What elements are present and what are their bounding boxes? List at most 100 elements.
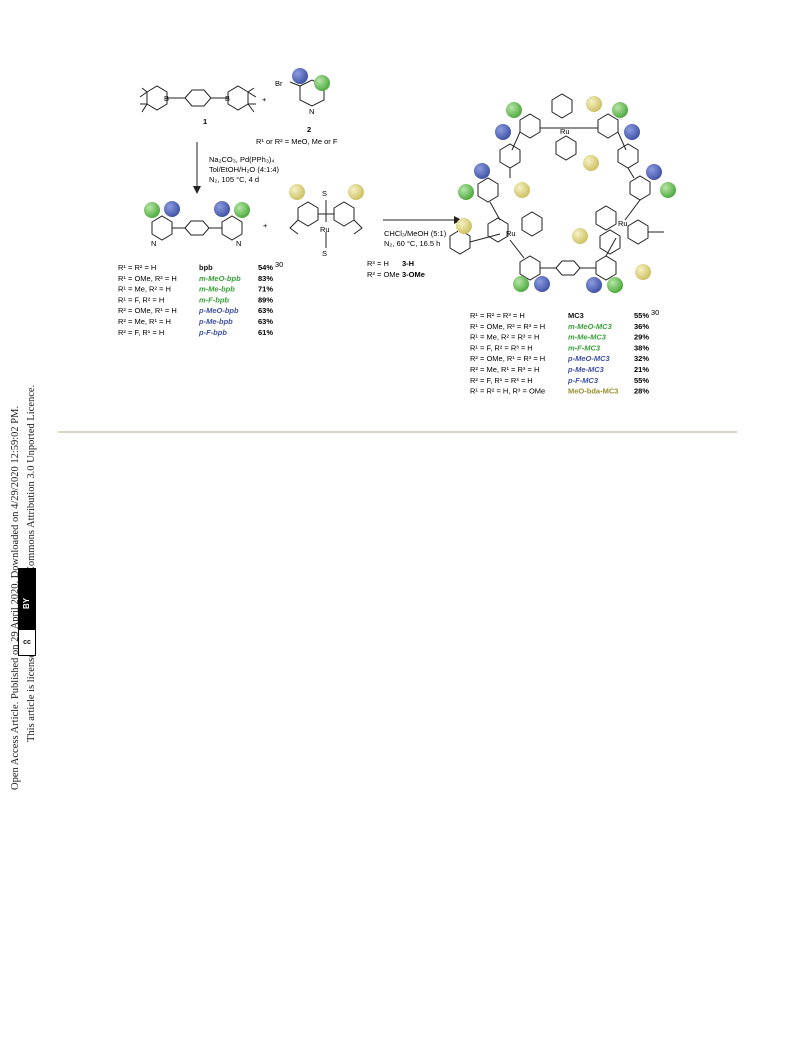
ligand-yield-5: 63% [258, 317, 273, 326]
macrocycle-name-4: p-MeO-MC3 [567, 354, 610, 363]
by-label: BY [22, 597, 31, 609]
ligand-cond-2: R¹ = Me, R² = H [118, 285, 171, 294]
reaction-arrow-2 [383, 216, 462, 224]
macrocycle-cond-1: R¹ = OMe, R² = R³ = H [470, 322, 545, 331]
bpb-ligand-structure [151, 215, 243, 241]
macrocycle-yield-0: 55% [634, 311, 649, 320]
bpb-n-right: N [236, 239, 241, 248]
pyridine-n-label: N [309, 107, 314, 116]
macrocycle-cond-3: R¹ = F, R² = R³ = H [470, 343, 533, 352]
macrocycle-name-2: m-Me-MC3 [568, 333, 607, 342]
plus-sign-2: + [263, 221, 268, 230]
macrocycle-yield-6: 55% [634, 376, 649, 385]
mc3-sphere-yellow-3 [514, 182, 530, 198]
ru-precursor-r3-right [348, 184, 364, 200]
mc3-sphere-yellow-2 [583, 155, 599, 171]
compound-1-label: 1 [203, 117, 207, 126]
cond2-line2: N₂, 60 °C, 16.5 h [384, 239, 440, 248]
r-substituent-condition: R¹ or R² = MeO, Me or F [256, 137, 338, 146]
mc3-sphere-blue-6 [586, 277, 602, 293]
mc3-sphere-yellow-5 [456, 218, 472, 234]
reaction-scheme-figure: B B 1 + Br N 2 R¹ or R² = MeO, Me or F N… [118, 68, 676, 396]
bromine-label: Br [275, 79, 283, 88]
boron-label-right: B [225, 94, 230, 103]
mc3-ru-left: Ru [506, 229, 516, 238]
ru-precursor-s-top: S [322, 189, 327, 198]
ligand-yield-6: 61% [258, 328, 273, 337]
ligand-cond-0: R¹ = R² = H [118, 263, 156, 272]
macrocycle-yield-5: 21% [634, 365, 649, 374]
ru-subst-2-name: 3-OMe [402, 270, 425, 279]
mc3-sphere-blue-2 [624, 124, 640, 140]
macrocycle-name-6: p-F-MC3 [567, 376, 599, 385]
ru-precursor-r3-left [289, 184, 305, 200]
macrocycle-cond-4: R² = OMe, R¹ = R³ = H [470, 354, 545, 363]
mc3-sphere-green-1 [506, 102, 522, 118]
ru-subst-1-cond: R³ = H [367, 259, 389, 268]
macrocycle-yield-2: 29% [634, 333, 649, 342]
plus-sign-1: + [262, 95, 267, 104]
mc3-sphere-blue-3 [474, 163, 490, 179]
macrocycle-ref-0: 30 [651, 308, 659, 317]
ligand-name-3: m-F-bpb [199, 295, 229, 304]
macrocycle-yield-1: 36% [634, 322, 649, 331]
compound-2-label: 2 [307, 125, 311, 134]
macrocycle-cond-2: R¹ = Me, R² = R³ = H [470, 333, 539, 342]
bpb-r2-right-sphere [214, 201, 230, 217]
compound-2-structure [289, 79, 325, 107]
cond1-line2: Tol/EtOH/H₂O (4:1:4) [209, 165, 280, 174]
boron-label-left: B [164, 94, 169, 103]
ligand-ref-0: 30 [275, 260, 283, 269]
macrocycle-name-3: m-F-MC3 [568, 343, 601, 352]
ru-precursor-metal: Ru [320, 225, 330, 234]
macrocycle-cond-7: R¹ = R² = H, R³ = OMe [470, 387, 545, 396]
ligand-cond-5: R² = Me, R¹ = H [118, 317, 171, 326]
ligand-yield-2: 71% [258, 285, 273, 294]
ligand-cond-1: R¹ = OMe, R² = H [118, 274, 177, 283]
macrocycle-name-5: p-Me-MC3 [567, 365, 605, 374]
cond1-line3: N₂, 105 °C, 4 d [209, 175, 259, 184]
macrocycle-yield-7: 28% [634, 387, 649, 396]
mc3-sphere-green-3 [458, 184, 474, 200]
ligand-name-2: m-Me-bpb [199, 285, 235, 294]
mc3-sphere-yellow-6 [635, 264, 651, 280]
mc3-sphere-green-6 [607, 277, 623, 293]
ligand-cond-4: R² = OMe, R¹ = H [118, 306, 177, 315]
macrocycle-name-1: m-MeO-MC3 [568, 322, 613, 331]
ru-subst-2-cond: R³ = OMe [367, 270, 400, 279]
mc3-sphere-green-2 [612, 102, 628, 118]
ligand-yield-0: 54% [258, 263, 273, 272]
macrocycle-name-7: MeO-bda-MC3 [568, 387, 618, 396]
reaction-arrow-1 [193, 142, 201, 194]
ru-precursor-s-bottom: S [322, 249, 327, 258]
ru-subst-1-name: 3-H [402, 259, 414, 268]
r1-green-sphere [314, 75, 330, 91]
mc3-sphere-green-4 [660, 182, 676, 198]
bpb-r2-left-sphere [164, 201, 180, 217]
by-label-box: BY [19, 569, 35, 629]
cc-by-badge[interactable]: BY cc [18, 568, 36, 656]
ligand-cond-3: R¹ = F, R² = H [118, 295, 164, 304]
bpb-n-left: N [151, 239, 156, 248]
compound-1-structure [139, 85, 257, 113]
ligand-name-4: p-MeO-bpb [198, 306, 239, 315]
cond1-line1: Na₂CO₃, Pd(PPh₃)₄ [209, 155, 274, 164]
macrocycle-cond-0: R¹ = R² = R³ = H [470, 311, 525, 320]
section-divider [58, 431, 737, 433]
mc3-sphere-blue-1 [495, 124, 511, 140]
ligand-yield-1: 83% [258, 274, 273, 283]
macrocycle-yield-4: 32% [634, 354, 649, 363]
ligand-cond-6: R² = F, R¹ = H [118, 328, 164, 337]
macrocycle-yield-3: 38% [634, 343, 649, 352]
r2-blue-sphere [292, 68, 308, 84]
cc-icon: cc [19, 629, 35, 654]
mc3-sphere-yellow-4 [572, 228, 588, 244]
macrocycle-cond-5: R² = Me, R¹ = R³ = H [470, 365, 539, 374]
cond2-line1: CHCl₃/MeOH (5:1) [384, 229, 447, 238]
ligand-yield-4: 63% [258, 306, 273, 315]
ligand-name-0: bpb [199, 263, 213, 272]
mc3-ru-top: Ru [560, 127, 570, 136]
ru-precursor-structure [289, 200, 363, 248]
